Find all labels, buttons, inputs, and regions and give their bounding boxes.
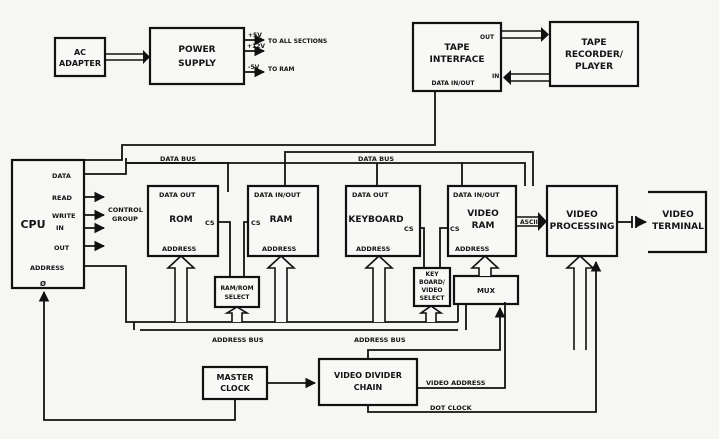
rom-address-label: ADDRESS <box>162 245 197 253</box>
svg-text:KEYBOARD: KEYBOARD <box>348 215 403 225</box>
control-lines <box>84 191 106 252</box>
cpu-port-read: READ <box>52 194 72 202</box>
tape-out-port-label: OUT <box>480 34 495 41</box>
svg-text:AC: AC <box>74 48 86 57</box>
dot-clock-label: DOT CLOCK <box>430 404 473 412</box>
svg-text:TERMINAL: TERMINAL <box>652 222 704 232</box>
svg-text:SELECT: SELECT <box>420 295 446 302</box>
svg-text:RAM/ROM: RAM/ROM <box>220 285 253 292</box>
svg-text:TAPE: TAPE <box>444 43 469 53</box>
control-group-label-2: GROUP <box>112 215 138 223</box>
svg-text:ROM: ROM <box>169 215 193 225</box>
cpu-port-address: ADDRESS <box>30 264 65 272</box>
video-address-label: VIDEO ADDRESS <box>426 379 486 387</box>
ascii-label: ASCII <box>520 219 538 226</box>
tape-interface-block: TAPE INTERFACE <box>411 21 503 93</box>
tape-in-arrow <box>509 73 550 82</box>
cpu-port-in: IN <box>56 224 64 232</box>
tape-in-port-label: IN <box>492 73 499 80</box>
video-ram-address-label: ADDRESS <box>455 245 490 253</box>
video-terminal-block: VIDEO TERMINAL <box>648 190 708 254</box>
svg-text:VIDEO: VIDEO <box>421 287 442 294</box>
svg-text:MASTER: MASTER <box>217 373 254 382</box>
tape-out-arrow <box>501 30 543 39</box>
cpu-port-data: DATA <box>52 172 71 180</box>
select-lines <box>218 221 448 277</box>
plus5-label: +5V <box>248 32 262 39</box>
svg-text:SUPPLY: SUPPLY <box>178 59 216 69</box>
to-ram-label: TO RAM <box>268 66 295 73</box>
svg-text:TAPE: TAPE <box>581 38 606 48</box>
keyboard-address-label: ADDRESS <box>356 245 391 253</box>
tape-recorder-block: TAPE RECORDER/ PLAYER <box>548 20 640 88</box>
cpu-port-out: OUT <box>54 244 70 252</box>
cpu-port-write: WRITE <box>52 212 75 220</box>
ram-block: RAM <box>246 184 320 258</box>
ram-address-label: ADDRESS <box>262 245 297 253</box>
rom-data-out-label: DATA OUT <box>159 191 196 199</box>
rom-cs-label: CS <box>205 219 215 227</box>
rom-block: ROM <box>146 184 220 258</box>
data-bus-label-right: DATA BUS <box>358 155 394 163</box>
master-clock-block: MASTER CLOCK <box>201 365 269 401</box>
svg-text:VIDEO: VIDEO <box>662 210 694 220</box>
video-divider-chain-block: VIDEO DIVIDER CHAIN <box>317 357 419 407</box>
keyboard-cs-label: CS <box>404 225 414 233</box>
data-bus-label-left: DATA BUS <box>160 155 196 163</box>
svg-text:PROCESSING: PROCESSING <box>550 222 615 232</box>
svg-text:KEY: KEY <box>425 271 439 278</box>
svg-text:RECORDER/: RECORDER/ <box>565 50 624 60</box>
ram-rom-select-block: RAM/ROM SELECT <box>213 275 261 309</box>
svg-text:RAM: RAM <box>472 221 495 231</box>
ac-to-power-arrow <box>105 53 146 61</box>
svg-text:VIDEO: VIDEO <box>566 210 598 220</box>
mux-block: MUX <box>452 274 520 306</box>
address-bus-label-left: ADDRESS BUS <box>212 336 264 344</box>
address-bus <box>84 265 467 331</box>
svg-text:VIDEO DIVIDER: VIDEO DIVIDER <box>334 371 402 380</box>
svg-text:POWER: POWER <box>178 45 215 55</box>
svg-text:CLOCK: CLOCK <box>220 384 250 393</box>
video-ram-block: VIDEO RAM <box>446 184 518 258</box>
svg-text:INTERFACE: INTERFACE <box>430 55 485 65</box>
ram-data-in-out-label: DATA IN/OUT <box>254 191 301 199</box>
cpu-port-phi: Ø <box>40 280 46 288</box>
clock-lines <box>38 260 602 421</box>
keyboard-data-out-label: DATA OUT <box>352 191 389 199</box>
video-ram-data-in-out-label: DATA IN/OUT <box>453 191 500 199</box>
to-all-sections-label: TO ALL SECTIONS <box>268 38 327 45</box>
minus5-label: -5V <box>248 64 260 71</box>
svg-text:CPU: CPU <box>20 218 45 231</box>
svg-text:RAM: RAM <box>270 215 293 225</box>
address-bus-label-right: ADDRESS BUS <box>354 336 406 344</box>
svg-text:CHAIN: CHAIN <box>354 383 382 392</box>
video-ram-cs-label: CS <box>450 225 460 233</box>
ascii-arrow <box>516 216 540 227</box>
svg-text:MUX: MUX <box>477 287 496 295</box>
ram-cs-label: CS <box>251 219 261 227</box>
ac-adapter-block: AC ADAPTER <box>53 36 107 78</box>
keyboard-block: KEYBOARD <box>344 184 422 258</box>
svg-text:BOARD/: BOARD/ <box>419 279 446 286</box>
tape-data-port-label: DATA IN/OUT <box>431 80 475 87</box>
address-hollow-arrows <box>165 254 596 350</box>
data-bus <box>84 91 534 192</box>
keyboard-video-select-block: KEY BOARD/ VIDEO SELECT <box>412 266 452 308</box>
svg-text:ADAPTER: ADAPTER <box>59 59 101 68</box>
svg-text:VIDEO: VIDEO <box>467 209 499 219</box>
svg-text:SELECT: SELECT <box>225 294 251 301</box>
ac-to-power-arrowhead <box>143 50 150 64</box>
svg-text:PLAYER: PLAYER <box>575 62 613 72</box>
video-processing-block: VIDEO PROCESSING <box>545 184 619 258</box>
plus12-label: +12V <box>247 43 265 50</box>
power-supply-block: POWER SUPPLY <box>148 26 246 86</box>
cpu-block: CPU <box>10 158 86 290</box>
tape-out-arrowhead <box>541 27 549 42</box>
ascii-arrowhead <box>538 212 547 231</box>
control-group-label: CONTROL <box>108 206 143 214</box>
tape-in-arrowhead <box>503 70 511 85</box>
